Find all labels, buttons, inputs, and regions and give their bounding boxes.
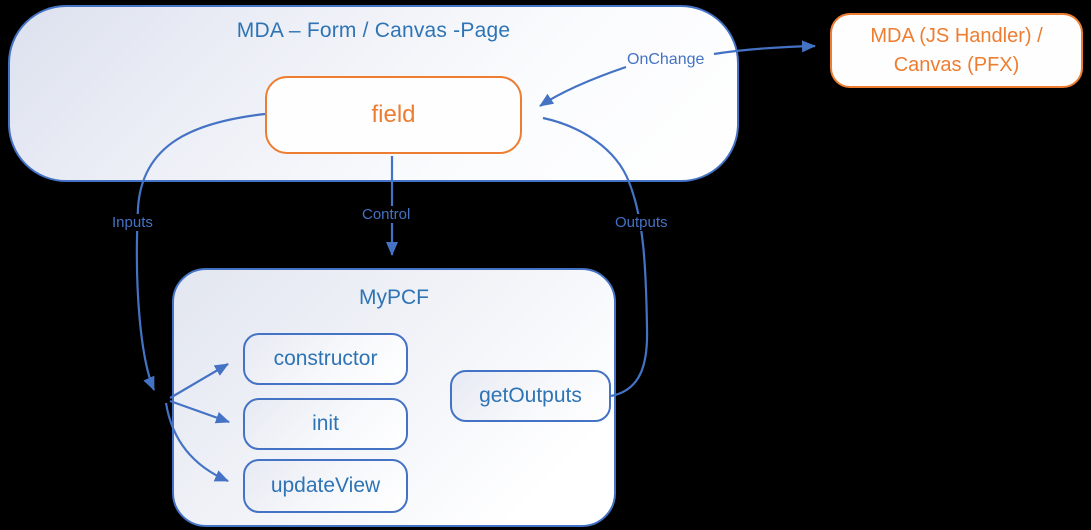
mypcf-title: MyPCF bbox=[359, 286, 429, 309]
outputs-edge-label: Outputs bbox=[612, 214, 671, 231]
updateview-box: updateView bbox=[243, 459, 408, 513]
field-box: field bbox=[265, 76, 522, 154]
mda-js-handler-box: MDA (JS Handler) / Canvas (PFX) bbox=[830, 13, 1083, 88]
field-box-label: field bbox=[371, 101, 416, 128]
constructor-box: constructor bbox=[243, 333, 408, 385]
updateview-label: updateView bbox=[270, 474, 381, 497]
getoutputs-label: getOutputs bbox=[479, 384, 582, 407]
onchange-edge-label: OnChange bbox=[627, 51, 705, 68]
handler-box-line1: MDA (JS Handler) / bbox=[870, 24, 1043, 47]
control-edge-label: Control bbox=[359, 206, 414, 223]
init-box: init bbox=[243, 398, 408, 450]
mda-container-title: MDA – Form / Canvas -Page bbox=[236, 19, 511, 42]
inputs-edge-label: Inputs bbox=[109, 214, 156, 231]
getoutputs-box: getOutputs bbox=[450, 370, 611, 422]
handler-box-line2: Canvas (PFX) bbox=[893, 53, 1020, 76]
init-label: init bbox=[312, 412, 339, 435]
constructor-label: constructor bbox=[273, 347, 378, 370]
